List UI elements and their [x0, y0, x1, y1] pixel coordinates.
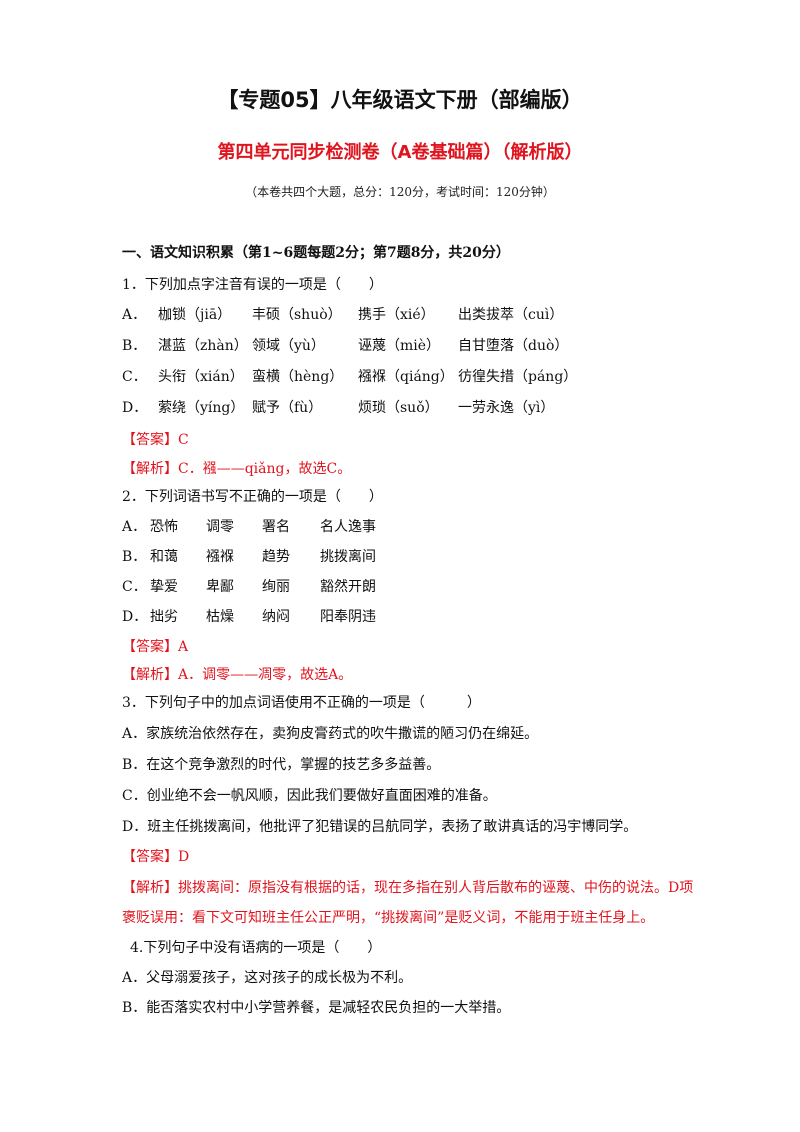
option-letter: C． — [122, 579, 147, 595]
answer-label: 【答案】 — [122, 432, 178, 448]
option-item: 调零 — [206, 519, 234, 535]
option-letter: B． — [122, 338, 147, 354]
q4-option-a: A．父母溺爱孩子，这对孩子的成长极为不利。 — [122, 970, 413, 986]
answer-value: C — [178, 432, 189, 448]
option-item: 阳奉阴违 — [320, 609, 376, 625]
option-item: 诬蔑（miè） — [358, 338, 441, 354]
q3-option-a: A．家族统治依然存在，卖狗皮膏药式的吹牛撒谎的陋习仍在绵延。 — [122, 726, 539, 742]
page-subtitle: 第四单元同步检测卷（A卷基础篇）（解析版） — [217, 142, 583, 163]
option-item: 拙劣 — [150, 609, 178, 625]
page-title: 【专题05】八年级语文下册（部编版） — [217, 88, 583, 112]
answer-label: 【答案】 — [122, 639, 178, 655]
option-letter: D． — [122, 400, 148, 416]
option-item: 头衔（xián） — [158, 369, 244, 385]
option-item: 赋予（fù） — [252, 400, 323, 416]
option-item: 萦绕（yíng） — [158, 400, 245, 416]
option-item: 自甘堕落（duò） — [458, 338, 569, 354]
q1-option-d: D． 萦绕（yíng） 赋予（fù） 烦琐（suǒ） 一劳永逸（yì） — [122, 399, 554, 417]
option-letter: D． — [122, 609, 148, 625]
option-item: 名人逸事 — [320, 519, 376, 535]
question-4-stem: 4.下列句子中没有语病的一项是（ ） — [130, 940, 382, 956]
option-item: 挑拨离间 — [320, 549, 376, 565]
q2-option-c: C． 挚爱 卑鄙 绚丽 豁然开朗 — [122, 578, 376, 596]
option-item: 彷徨失措（páng） — [458, 369, 578, 385]
q3-option-d: D．班主任挑拨离间，他批评了犯错误的吕航同学，表扬了敢讲真话的冯宇博同学。 — [122, 819, 638, 835]
q3-option-b: B．在这个竞争激烈的时代，掌握的技艺多多益善。 — [122, 757, 441, 773]
option-item: 署名 — [262, 519, 290, 535]
q3-analysis-cont: 褒贬误用：看下文可知班主任公正严明，“挑拨离间”是贬义词，不能用于班主任身上。 — [122, 910, 655, 926]
option-item: 丰硕（shuò） — [252, 307, 342, 323]
analysis-label: 【解析】 — [122, 461, 178, 477]
option-item: 和蔼 — [150, 549, 178, 565]
q1-option-c: C． 头衔（xián） 蛮横（hèng） 襁褓（qiáng） 彷徨失措（páng… — [122, 368, 577, 386]
option-item: 豁然开朗 — [320, 579, 376, 595]
option-item: 湛蓝（zhàn） — [158, 338, 248, 354]
section-heading: 一、语文知识积累（第1~6题每题2分；第7题8分，共20分） — [122, 245, 510, 261]
question-2-stem: 2．下列词语书写不正确的一项是（ ） — [122, 489, 383, 505]
q1-option-a: A． 枷锁（jiā） 丰硕（shuò） 携手（xié） 出类拔萃（cuì） — [122, 306, 563, 324]
option-item: 枷锁（jiā） — [158, 307, 232, 323]
q1-analysis: 【解析】C．襁——qiǎng，故选C。 — [122, 460, 351, 478]
analysis-text: C．襁——qiǎng，故选C。 — [178, 461, 352, 477]
option-letter: C． — [122, 369, 147, 385]
question-1-stem: 1．下列加点字注音有误的一项是（ ） — [122, 277, 383, 293]
q3-answer: 【答案】D — [122, 848, 189, 866]
option-letter: B． — [122, 549, 147, 565]
option-item: 纳闷 — [262, 609, 290, 625]
analysis-text: 挑拨离间：原指没有根据的话，现在多指在别人背后散布的诬蔑、中伤的说法。D项 — [178, 880, 694, 896]
option-item: 卑鄙 — [206, 579, 234, 595]
option-item: 一劳永逸（yì） — [458, 400, 555, 416]
option-item: 趋势 — [262, 549, 290, 565]
option-item: 蛮横（hèng） — [252, 369, 344, 385]
q2-option-d: D． 拙劣 枯燥 纳闷 阳奉阴违 — [122, 608, 376, 626]
q1-answer: 【答案】C — [122, 431, 189, 449]
option-letter: A． — [122, 519, 147, 535]
answer-label: 【答案】 — [122, 849, 178, 865]
option-item: 襁褓（qiáng） — [358, 369, 454, 385]
q3-option-c: C．创业绝不会一帆风顺，因此我们要做好直面困难的准备。 — [122, 788, 497, 804]
option-letter: A． — [122, 307, 147, 323]
analysis-label: 【解析】 — [122, 667, 178, 683]
option-item: 枯燥 — [206, 609, 234, 625]
q2-analysis: 【解析】A．调零——凋零，故选A。 — [122, 666, 352, 684]
answer-value: A — [178, 639, 189, 655]
option-item: 襁褓 — [206, 549, 234, 565]
option-item: 领域（yù） — [252, 338, 325, 354]
q2-answer: 【答案】A — [122, 638, 188, 656]
option-item: 烦琐（suǒ） — [358, 400, 439, 416]
option-item: 绚丽 — [262, 579, 290, 595]
answer-value: D — [178, 849, 190, 865]
option-item: 携手（xié） — [358, 307, 435, 323]
option-item: 出类拔萃（cuì） — [458, 307, 564, 323]
q3-analysis: 【解析】挑拨离间：原指没有根据的话，现在多指在别人背后散布的诬蔑、中伤的说法。D… — [122, 879, 693, 897]
exam-note: （本卷共四个大题，总分：120分，考试时间：120分钟） — [245, 185, 555, 199]
analysis-text: A．调零——凋零，故选A。 — [178, 667, 353, 683]
question-3-stem: 3．下列句子中的加点词语使用不正确的一项是（ ） — [122, 695, 481, 711]
option-item: 挚爱 — [150, 579, 178, 595]
q4-option-b: B．能否落实农村中小学营养餐，是减轻农民负担的一大举措。 — [122, 1000, 511, 1016]
q1-option-b: B． 湛蓝（zhàn） 领域（yù） 诬蔑（miè） 自甘堕落（duò） — [122, 337, 568, 355]
q2-option-a: A． 恐怖 调零 署名 名人逸事 — [122, 518, 376, 536]
analysis-label: 【解析】 — [122, 880, 178, 896]
q2-option-b: B． 和蔼 襁褓 趋势 挑拨离间 — [122, 548, 376, 566]
option-item: 恐怖 — [150, 519, 178, 535]
